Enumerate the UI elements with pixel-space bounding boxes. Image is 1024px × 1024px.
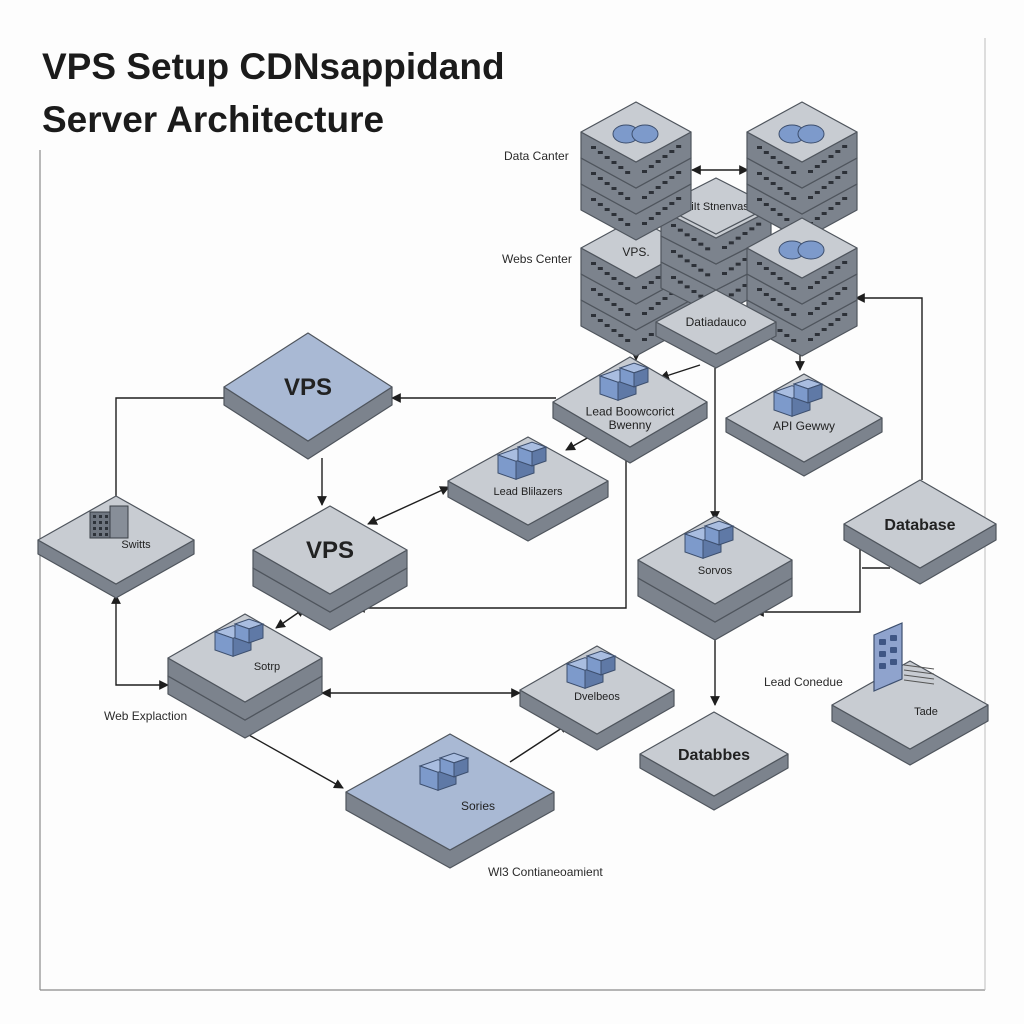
svg-text:Tade: Tade [914,706,938,718]
lead-conecture-label: Lead Conedue [764,675,843,689]
table-node-label: Tade [914,706,938,718]
svg-text:Datiadauco: Datiadauco [686,315,747,329]
server-box-icon [496,441,548,481]
series-to-devices [509,723,569,763]
database-right-label: Database [884,517,955,534]
switch-to-storage [111,594,169,690]
vps-server-stack-label: VPS. [622,245,649,259]
control-panel-icon [873,622,935,692]
svg-text:Sories: Sories [461,799,495,813]
svg-text:API Gewwy: API Gewwy [773,419,835,433]
database-to-server-stack [855,293,923,480]
gateway-to-vps2 [355,460,627,613]
server-box-icon [565,650,617,690]
web-center-server-b[interactable] [746,217,858,357]
database-upper[interactable]: Datiadauco [655,289,777,369]
svg-text:SuiIt Stnenvass: SuiIt Stnenvass [678,201,755,213]
api-gateway[interactable]: API Gewwy [725,373,883,477]
vps-main-label: VPS [284,374,332,401]
database-upper-label: Datiadauco [686,315,747,329]
vps-main[interactable]: VPS [223,332,393,460]
vps-to-switch [111,397,225,511]
building-icon [89,505,129,539]
web-center-label: Webs Center [502,252,572,266]
load-balancers[interactable]: Lead Blilazers [447,436,609,542]
storage-node[interactable]: Sotrp [167,613,323,739]
database-to-servers [754,548,861,617]
vps-secondary-label: VPS [306,537,354,564]
w3-environment-label: Wl3 Contianeoamient [488,865,603,879]
databases-node-label: Databbes [678,747,750,764]
switch-node[interactable]: Switts [37,495,195,599]
servers-right[interactable]: Sorvos [637,515,793,641]
svg-text:Bwenny: Bwenny [609,418,652,432]
vps-secondary[interactable]: VPS [252,505,408,631]
storage-to-series [239,729,344,789]
svg-text:Dvelbeos: Dvelbeos [574,691,620,703]
switch-node-label: Switts [121,539,151,551]
svg-text:VPS: VPS [306,537,354,564]
server-box-icon [683,520,735,560]
storage-node-label: Sotrp [254,661,280,673]
server-box-icon [598,362,650,402]
db-to-load-gateway [659,364,701,380]
data-center-server-b[interactable] [746,101,858,241]
svg-text:VPS: VPS [284,374,332,401]
server-box-icon [213,618,265,658]
cloud-icon [778,240,825,260]
svg-text:Databbes: Databbes [678,747,750,764]
cloud-icon [778,124,825,144]
web-application-label: Web Explaction [104,709,187,723]
cloud-icon [612,124,659,144]
data-center-label: Data Canter [504,149,569,163]
svg-text:Database: Database [884,517,955,534]
lb-to-vps [367,486,450,525]
svg-text:Lead Boowcorict: Lead Boowcorict [586,404,675,418]
devices-node[interactable]: Dvelbeos [519,645,675,751]
switch-stack-label-tile-label: SuiIt Stnenvass [678,201,755,213]
server-box-icon [772,378,824,418]
devices-node-label: Dvelbeos [574,691,620,703]
svg-text:VPS.: VPS. [622,245,649,259]
data-center-server-a[interactable] [580,101,692,241]
database-right[interactable]: Database [843,479,997,585]
api-gateway-label: API Gewwy [773,419,835,433]
table-node[interactable]: Tade [831,622,989,766]
frame [39,38,986,991]
databases-node[interactable]: Databbes [639,711,789,811]
svg-text:Lead Blilazers: Lead Blilazers [493,486,563,498]
connectors [111,165,923,789]
series-node-label: Sories [461,799,495,813]
servers-right-label: Sorvos [698,565,733,577]
diagram-title: VPS Setup CDNsappidand Server Architectu… [42,46,505,140]
annotations: Data Canter Webs Center Web Explaction W… [104,149,843,879]
server-box-icon [418,752,470,792]
svg-text:Sorvos: Sorvos [698,565,733,577]
svg-text:Switts: Switts [121,539,151,551]
series-node[interactable]: Sories [345,733,555,869]
load-balancers-label: Lead Blilazers [493,486,563,498]
svg-text:Sotrp: Sotrp [254,661,280,673]
